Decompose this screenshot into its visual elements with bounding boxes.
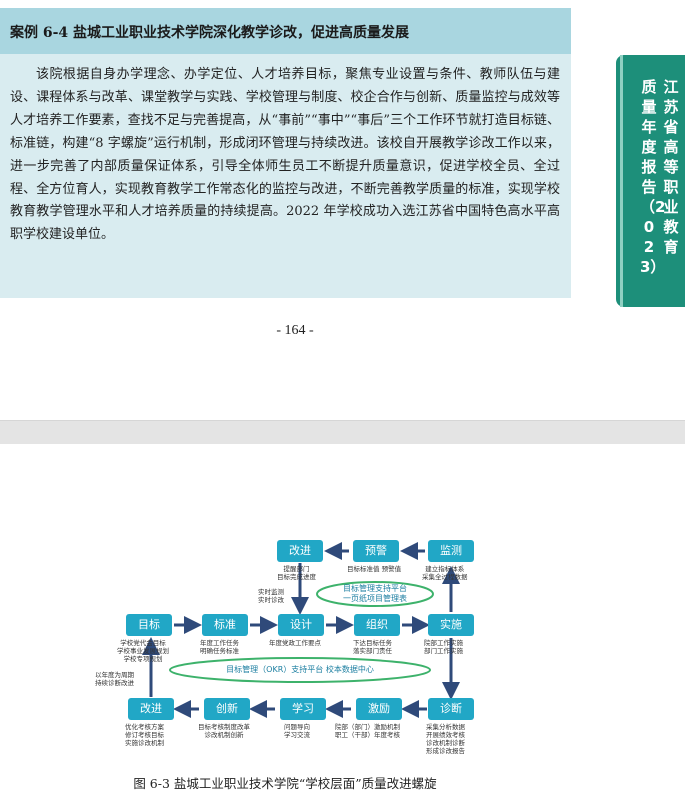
diagram-connectors xyxy=(142,542,460,718)
ann-shishi: 院部工作实施 部门工作实施 xyxy=(424,639,463,655)
page-gap xyxy=(0,420,685,445)
node-jili: 激励 xyxy=(356,698,402,720)
page-number: - 164 - xyxy=(276,323,314,338)
node-zuzhi: 组织 xyxy=(354,614,400,636)
side-tab: 江苏省高等职业教育 质量年度报告（2023） xyxy=(616,55,685,307)
ann-zhenduan: 采集分析数据 开展绩效考核 诊改机制诊断 形成诊改报告 xyxy=(426,723,465,755)
node-yujing: 预警 xyxy=(353,540,399,562)
ann-zhouqi: 以年度为周期 持续诊断改进 xyxy=(95,671,134,687)
node-gaijin-bottom: 改进 xyxy=(128,698,174,720)
node-gaijin-top: 改进 xyxy=(277,540,323,562)
figure-caption-wrap: 图 6-3 盐城工业职业技术学院“学校层面”质量改进螺旋 xyxy=(100,773,470,792)
case-title: 案例 6-4 盐城工业职业技术学院深化教学诊改，促进高质量发展 xyxy=(10,25,410,41)
page-upper: 案例 6-4 盐城工业职业技术学院深化教学诊改，促进高质量发展 该院根据自身办学… xyxy=(0,0,685,420)
side-tab-line-2: 质量年度报告（2023） xyxy=(640,78,666,276)
ann-gaijin: 优化考核方案 修订考核目标 实施诊改机制 xyxy=(125,723,164,747)
node-sheji: 设计 xyxy=(278,614,324,636)
case-body-box: 该院根据自身办学理念、办学定位、人才培养目标，聚焦专业设置与条件、教师队伍与建设… xyxy=(0,54,571,298)
ann-chuangxin: 目标考核制度改革 诊改机制创新 xyxy=(198,723,250,739)
page-lower: 改进 预警 监测 目标 标准 设计 组织 实施 改进 创新 学习 激励 诊断 提… xyxy=(0,444,685,794)
node-shishi: 实施 xyxy=(428,614,474,636)
ann-biaozhunzhi: 目标标准值 预警值 xyxy=(347,565,402,573)
ann-jianli: 建立指标体系 采集全过程数据 xyxy=(422,565,468,581)
node-biaozhun: 标准 xyxy=(202,614,248,636)
ann-shishi-jiance: 实时监测 实时诊改 xyxy=(258,588,284,604)
ellipse-top-label: 目标管理支持平台 一页纸项目管理表 xyxy=(343,584,407,603)
ann-xuexi: 问题导向 学习交流 xyxy=(284,723,310,739)
ann-sheji: 年度党政工作要点 xyxy=(269,639,321,647)
node-xuexi: 学习 xyxy=(280,698,326,720)
figure-caption: 图 6-3 盐城工业职业技术学院“学校层面”质量改进螺旋 xyxy=(133,776,437,791)
node-mubiao: 目标 xyxy=(126,614,172,636)
node-zhenduan: 诊断 xyxy=(428,698,474,720)
node-chuangxin: 创新 xyxy=(204,698,250,720)
spiral-diagram: 改进 预警 监测 目标 标准 设计 组织 实施 改进 创新 学习 激励 诊断 提… xyxy=(95,539,480,757)
ann-mubiao: 学校党代会目标 学校事业发展规划 学校专项规划 xyxy=(117,639,169,663)
case-paragraph: 该院根据自身办学理念、办学定位、人才培养目标，聚焦专业设置与条件、教师队伍与建设… xyxy=(10,67,560,243)
case-header: 案例 6-4 盐城工业职业技术学院深化教学诊改，促进高质量发展 xyxy=(0,8,571,54)
ann-zuzhi: 下达目标任务 落实部门责任 xyxy=(353,639,392,655)
side-tab-line-1: 江苏省高等职业教育 xyxy=(663,78,679,256)
node-jiance: 监测 xyxy=(428,540,474,562)
ann-biaozhun: 年度工作任务 明确任务标准 xyxy=(200,639,239,655)
side-tab-stripe xyxy=(620,55,623,307)
ann-jili: 院部（部门）激励机制 职工（干部）年度考核 xyxy=(335,723,400,739)
ellipse-mid-label: 目标管理（OKR）支持平台 校本数据中心 xyxy=(226,665,374,674)
ann-tixing: 提醒部门 目标完成进度 xyxy=(277,565,316,581)
